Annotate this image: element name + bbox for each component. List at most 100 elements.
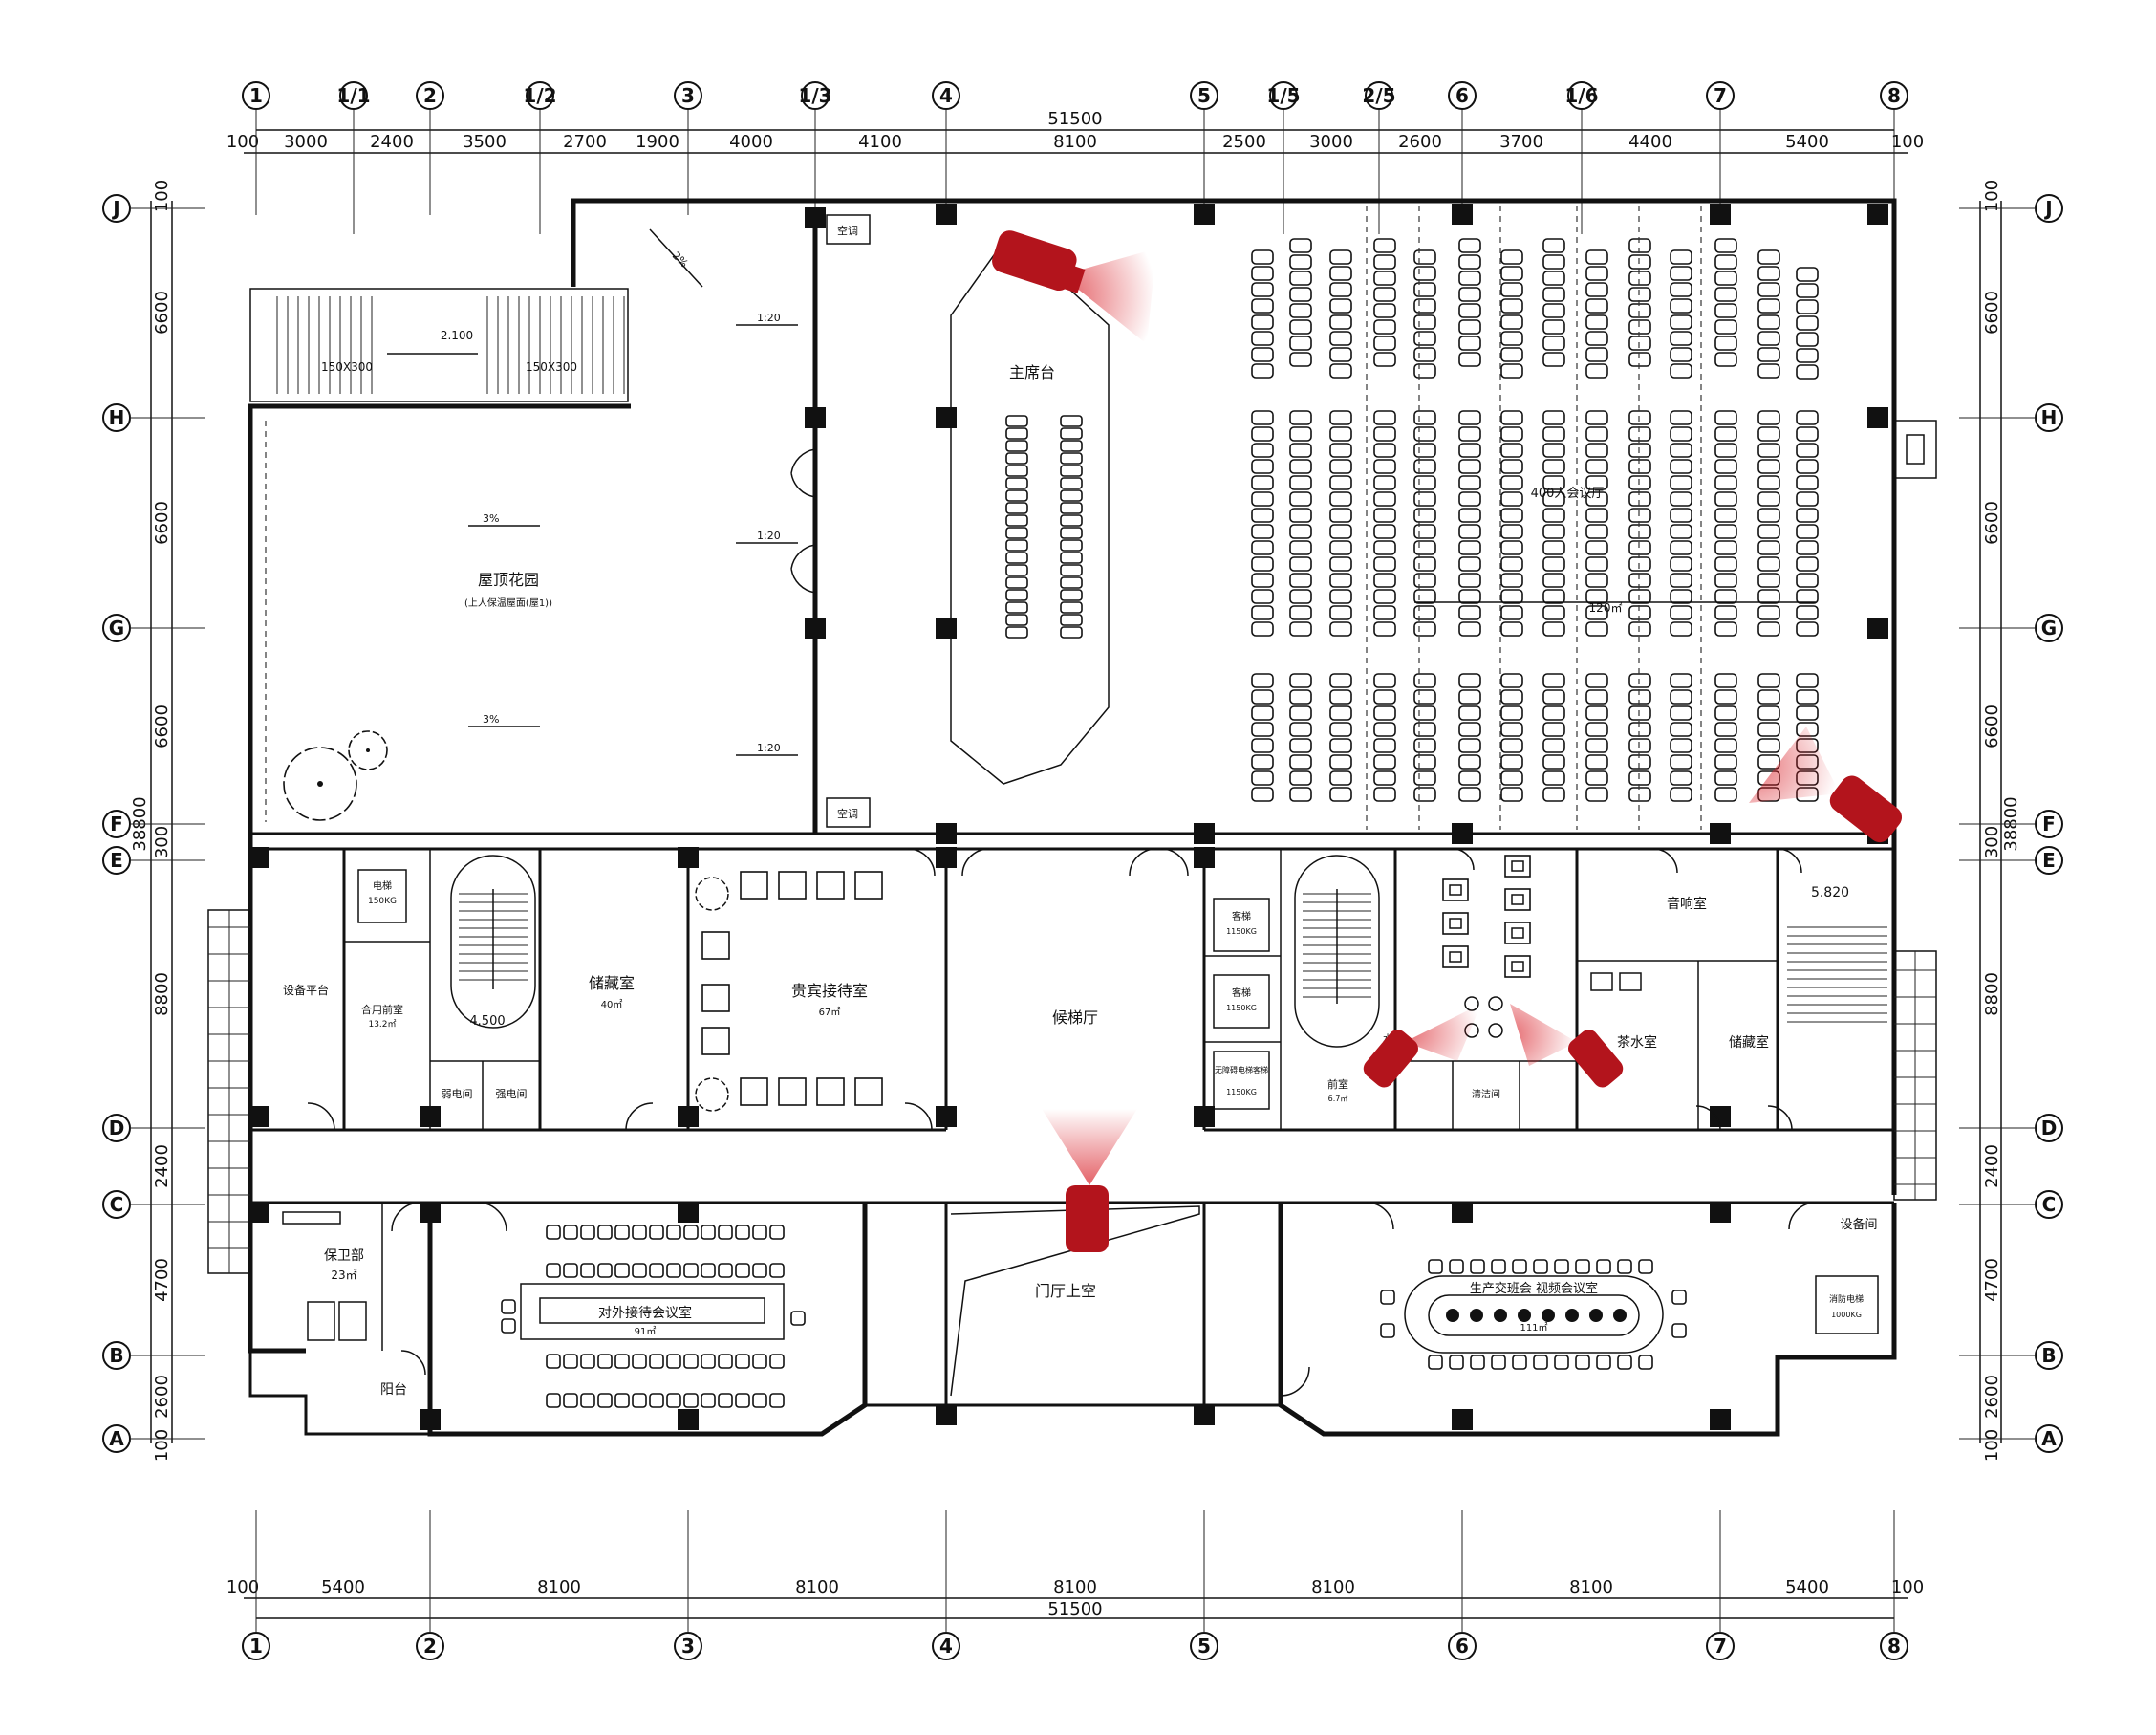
stair-level-2100: 2.100 (441, 329, 473, 342)
auditorium-seat (1458, 271, 1481, 286)
door-arc (625, 1102, 654, 1131)
axis-top-t1-1: 1/1 (336, 81, 371, 110)
auditorium-seat (1251, 621, 1274, 637)
auditorium-seat (1585, 556, 1608, 572)
auditorium-seat (1542, 254, 1565, 270)
auditorium-seat (1628, 410, 1651, 425)
toilet-fixture (1511, 927, 1524, 939)
auditorium-seat (1542, 754, 1565, 770)
auditorium-seat (1329, 249, 1352, 265)
auditorium-seat (1500, 621, 1523, 637)
sink-icon (1488, 996, 1503, 1011)
meeting-chair (580, 1263, 595, 1278)
stage-seat (1005, 489, 1028, 502)
meeting-chair (683, 1263, 699, 1278)
meeting-chair (769, 1225, 785, 1240)
meeting-chair (1575, 1259, 1590, 1274)
column (678, 847, 699, 868)
auditorium-seat (1628, 287, 1651, 302)
auditorium-seat (1670, 540, 1692, 555)
auditorium-seat (1628, 673, 1651, 688)
side-dim-left: 300 (152, 826, 172, 858)
monitor-dot (1446, 1309, 1459, 1322)
meeting-chair (632, 1263, 647, 1278)
auditorium-seat (1670, 249, 1692, 265)
meeting-table-inner (539, 1297, 765, 1324)
axis-left-G: G (102, 614, 131, 642)
room-lift-3-cap: 1150KG (1226, 1088, 1257, 1096)
axis-right-E: E (2035, 846, 2063, 875)
auditorium-seat (1714, 287, 1737, 302)
stage-seat (1060, 489, 1083, 502)
auditorium-seat (1714, 705, 1737, 721)
stage-seat (1005, 589, 1028, 601)
auditorium-seat (1373, 754, 1396, 770)
top-dim: 8100 (1053, 132, 1097, 152)
auditorium-seat (1585, 347, 1608, 362)
auditorium-seat (1628, 573, 1651, 588)
auditorium-seat (1500, 738, 1523, 753)
stage-seat (1060, 477, 1083, 489)
auditorium-seat (1458, 573, 1481, 588)
auditorium-seat (1585, 589, 1608, 604)
auditorium-seat (1542, 508, 1565, 523)
meeting-chair (649, 1354, 664, 1369)
door-arc (1160, 848, 1189, 877)
auditorium-seat (1670, 738, 1692, 753)
stage-seat (1060, 465, 1083, 477)
column (1194, 204, 1215, 225)
auditorium-seat (1714, 589, 1737, 604)
axis-bubble-circle (1706, 81, 1735, 110)
auditorium-seat (1413, 363, 1436, 379)
meeting-chair (701, 1263, 716, 1278)
auditorium-seat (1458, 443, 1481, 458)
axis-bubble-label: 1/5 (1266, 84, 1300, 107)
auditorium-seat (1500, 314, 1523, 330)
auditorium-seat (1458, 303, 1481, 318)
auditorium-seat (1796, 426, 1819, 442)
auditorium-seat (1796, 524, 1819, 539)
room-ext-meeting: 对外接待会议室 (598, 1305, 692, 1321)
axis-bubble-label: F (110, 813, 123, 835)
auditorium-seat (1458, 770, 1481, 786)
auditorium-seat (1329, 363, 1352, 379)
axis-top-t1-5: 1/5 (1266, 81, 1301, 110)
meeting-chair (563, 1354, 578, 1369)
auditorium-seat (1670, 621, 1692, 637)
meeting-chair (752, 1354, 767, 1369)
room-fire-lift-cap: 1000KG (1831, 1311, 1862, 1319)
bottom-dim: 8100 (537, 1577, 581, 1597)
door-arc (1452, 848, 1475, 871)
stage-seat (1005, 427, 1028, 440)
meeting-chair (735, 1225, 750, 1240)
axis-bubble-label: 6 (1455, 84, 1469, 107)
auditorium-seat (1585, 705, 1608, 721)
auditorium-seat (1500, 426, 1523, 442)
auditorium-seat (1670, 426, 1692, 442)
auditorium-seat (1329, 266, 1352, 281)
auditorium-seat (1757, 573, 1780, 588)
auditorium-seat (1251, 738, 1274, 753)
room-storage-1-area: 40㎡ (601, 999, 623, 1010)
auditorium-seat (1714, 673, 1737, 688)
auditorium-seat (1289, 621, 1312, 637)
room-lift-1: 客梯 (1232, 910, 1251, 922)
auditorium-seat (1757, 524, 1780, 539)
auditorium-seat (1413, 459, 1436, 474)
axis-top-t2-5: 2/5 (1362, 81, 1396, 110)
auditorium-seat (1585, 410, 1608, 425)
axis-top-t6: 6 (1448, 81, 1477, 110)
stage-seat (1005, 614, 1028, 626)
auditorium-seat (1670, 556, 1692, 572)
auditorium-seat (1757, 540, 1780, 555)
auditorium-seat (1714, 556, 1737, 572)
side-dim-right: 4700 (1982, 1258, 2002, 1302)
auditorium-seat (1670, 475, 1692, 490)
auditorium-seat (1585, 673, 1608, 688)
auditorium-seat (1628, 508, 1651, 523)
auditorium-seat (1585, 770, 1608, 786)
toilet-stall (1504, 922, 1531, 944)
auditorium-seat (1796, 348, 1819, 363)
auditorium-seat (1251, 298, 1274, 314)
auditorium-seat (1373, 287, 1396, 302)
